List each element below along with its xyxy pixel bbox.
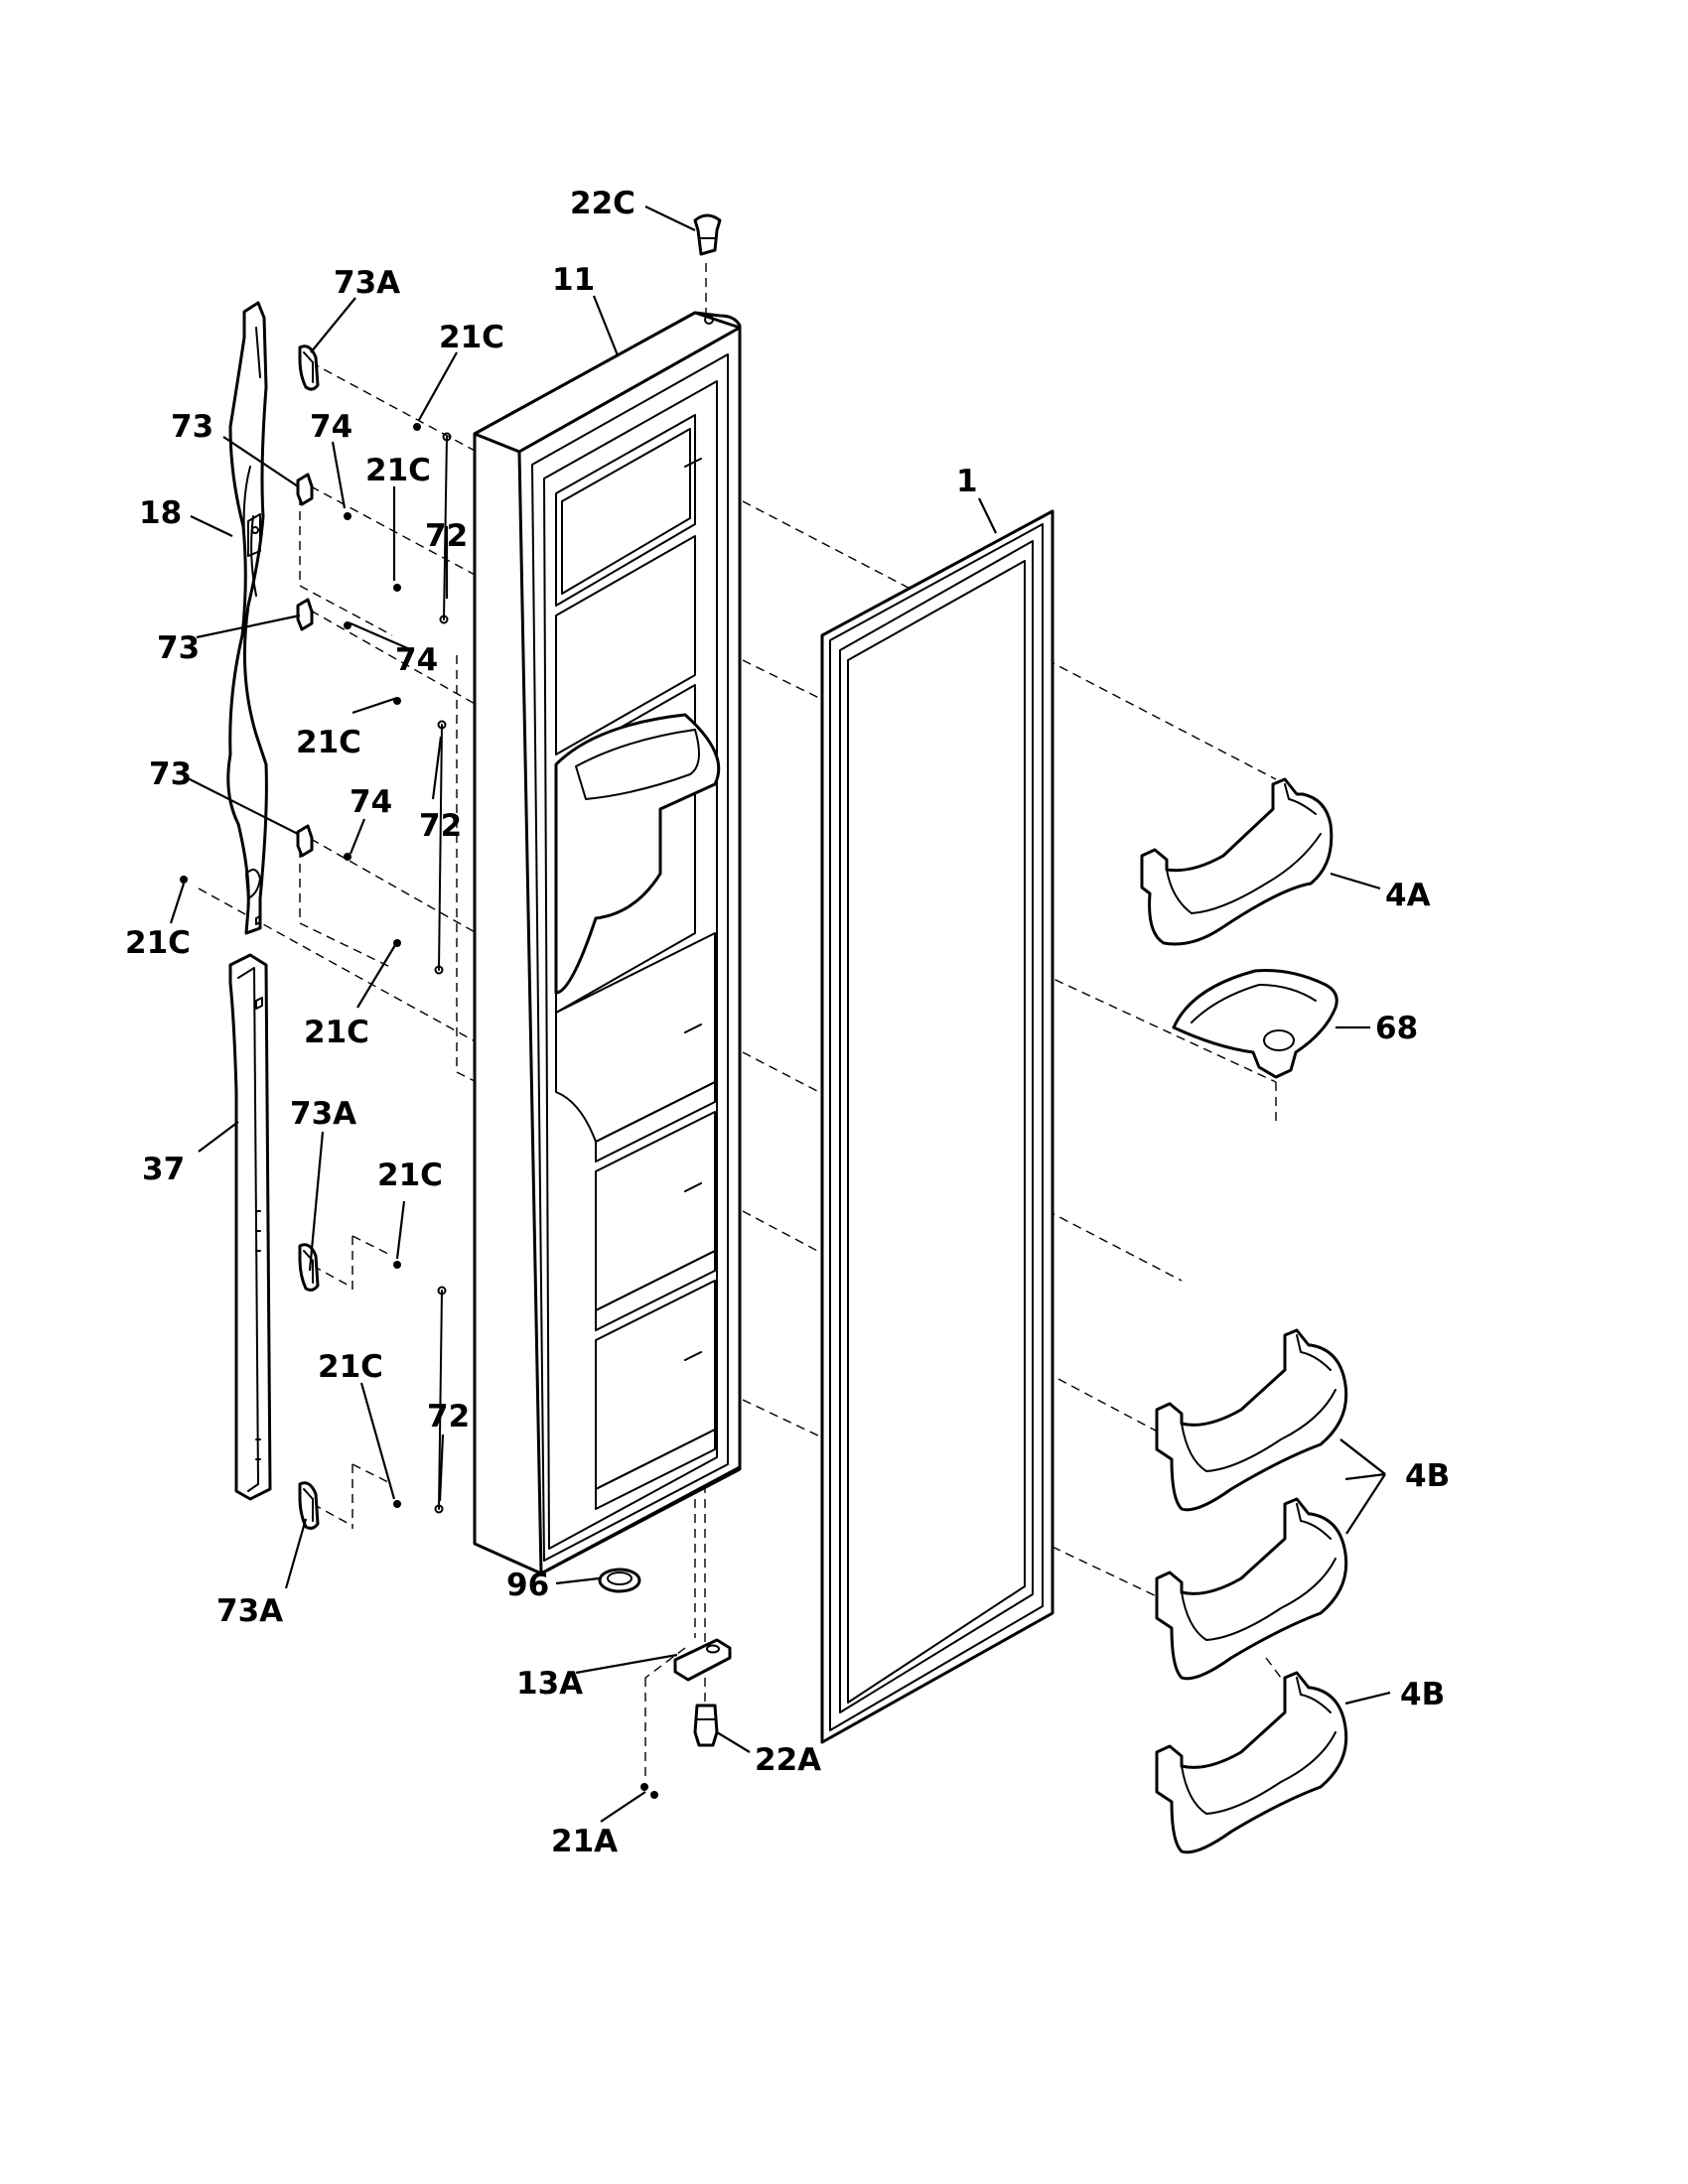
hinge-part-13A <box>673 1638 732 1682</box>
callout-73-3: 73 <box>149 756 192 792</box>
callout-21C-2: 21C <box>365 453 431 488</box>
callout-21C-6: 21C <box>377 1158 443 1193</box>
callout-73A-top: 73A <box>334 265 400 301</box>
door-part-11 <box>473 311 742 1575</box>
callout-73A-mid: 73A <box>290 1096 356 1132</box>
callout-21C-4: 21C <box>125 925 191 961</box>
callout-21C-3: 21C <box>296 725 361 760</box>
clip-part-73A-top <box>298 344 320 391</box>
callout-74-1: 74 <box>310 409 352 445</box>
bin-part-4B-3 <box>1155 1671 1348 1854</box>
callout-73-2: 73 <box>157 630 200 666</box>
callout-73-1: 73 <box>171 409 213 445</box>
cup-part-68 <box>1172 969 1338 1079</box>
callout-68: 68 <box>1375 1011 1418 1046</box>
callout-74-3: 74 <box>350 784 392 820</box>
callout-11: 11 <box>552 262 595 298</box>
callout-22C: 22C <box>570 186 635 221</box>
bracket-part-73-2 <box>296 598 314 631</box>
callout-4B-1: 4B <box>1405 1458 1450 1494</box>
bracket-part-73-3 <box>296 824 314 858</box>
leader-lines <box>169 205 1391 1823</box>
plug-part-96 <box>598 1568 641 1593</box>
bin-part-4B-1 <box>1155 1328 1348 1512</box>
callout-21C-5: 21C <box>304 1015 369 1050</box>
screws-part-72 <box>434 432 452 1514</box>
callout-21C-1: 21C <box>439 320 504 355</box>
hinge-pin-part-22C <box>693 213 722 256</box>
bin-part-4B-2 <box>1155 1497 1348 1681</box>
callout-21A: 21A <box>551 1824 618 1859</box>
callout-72-2: 72 <box>419 808 462 844</box>
bracket-part-73-1 <box>296 473 314 506</box>
handle-lower-part-37 <box>228 953 272 1501</box>
screws <box>180 423 421 1508</box>
callout-37: 37 <box>142 1152 185 1187</box>
bin-part-4A <box>1140 777 1334 946</box>
callout-21C-7: 21C <box>318 1349 383 1385</box>
callout-22A: 22A <box>755 1742 821 1778</box>
callout-labels: 22C 11 73A 21C 73 74 21C 18 72 73 74 21C… <box>125 186 1450 1859</box>
callout-73A-bottom: 73A <box>216 1593 283 1629</box>
gasket-part-1 <box>820 509 1055 1744</box>
callout-72-1: 72 <box>425 518 468 554</box>
callout-18: 18 <box>139 495 182 531</box>
callout-13A: 13A <box>516 1666 583 1702</box>
callout-4A: 4A <box>1385 878 1431 913</box>
hinge-pin-part-22A <box>693 1704 719 1747</box>
clip-part-73A-bottom <box>298 1481 320 1530</box>
callout-1: 1 <box>956 464 978 499</box>
screws-part-21A <box>640 1783 658 1799</box>
callout-4B-2: 4B <box>1400 1677 1445 1712</box>
clip-part-73A-mid <box>298 1243 320 1292</box>
callout-72-3: 72 <box>427 1399 470 1434</box>
handle-upper-part-18 <box>226 301 268 935</box>
callout-96: 96 <box>506 1568 549 1603</box>
callout-74-2: 74 <box>395 642 438 678</box>
